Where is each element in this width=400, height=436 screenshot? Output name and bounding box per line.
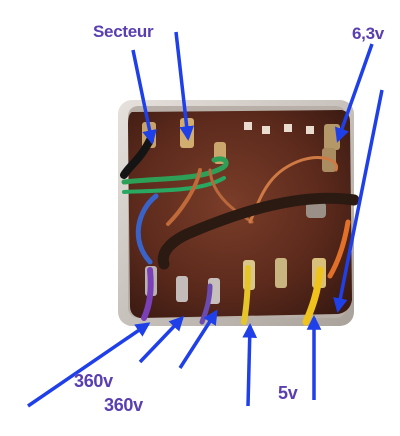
board-holes [244, 122, 314, 134]
heater-5v-label: 5v [278, 383, 298, 403]
annotation-arrows [27, 31, 384, 408]
heater-6-3v-label: 6,3v [352, 24, 384, 43]
secteur-label: Secteur [93, 22, 154, 41]
hv-360v-label-left: 360v [74, 371, 113, 391]
hv-360v-label-right: 360v [104, 395, 143, 415]
